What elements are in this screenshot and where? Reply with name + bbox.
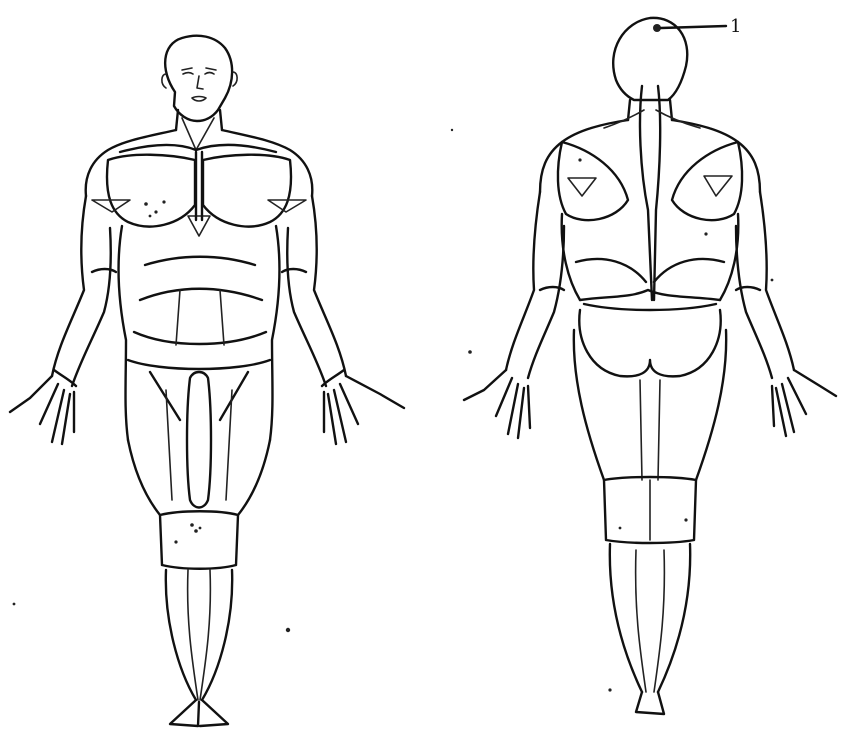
back-view-figure (464, 18, 836, 714)
front-ear-left (162, 74, 166, 88)
back-shoulders (540, 120, 628, 192)
front-left-hand (10, 376, 74, 444)
front-groin (187, 372, 211, 508)
back-buttocks (579, 310, 720, 376)
back-thighs (574, 330, 726, 480)
back-feet (636, 692, 664, 714)
back-right-arm (736, 192, 794, 378)
front-view-figure (10, 36, 404, 726)
front-left-arm (52, 196, 111, 386)
front-knees (160, 511, 238, 569)
back-spine (640, 86, 660, 300)
front-thighs (128, 440, 270, 515)
back-head (613, 18, 687, 100)
front-ear-right (233, 72, 237, 86)
front-pelvis (128, 360, 270, 369)
front-lower-legs (166, 570, 232, 700)
back-lower-legs (610, 544, 690, 692)
front-feet (170, 700, 228, 726)
callout-number: 1 (730, 16, 741, 37)
back-right-hand (772, 370, 836, 436)
front-shoulders (86, 130, 176, 196)
front-face (182, 68, 216, 101)
front-right-hand (324, 376, 404, 444)
back-left-hand (464, 370, 530, 438)
front-right-arm (287, 196, 346, 386)
front-torso (119, 226, 280, 440)
back-neck (628, 100, 672, 120)
callout-1: 1 (661, 16, 741, 37)
back-left-arm (506, 192, 564, 378)
callout-leader-line (661, 26, 726, 28)
